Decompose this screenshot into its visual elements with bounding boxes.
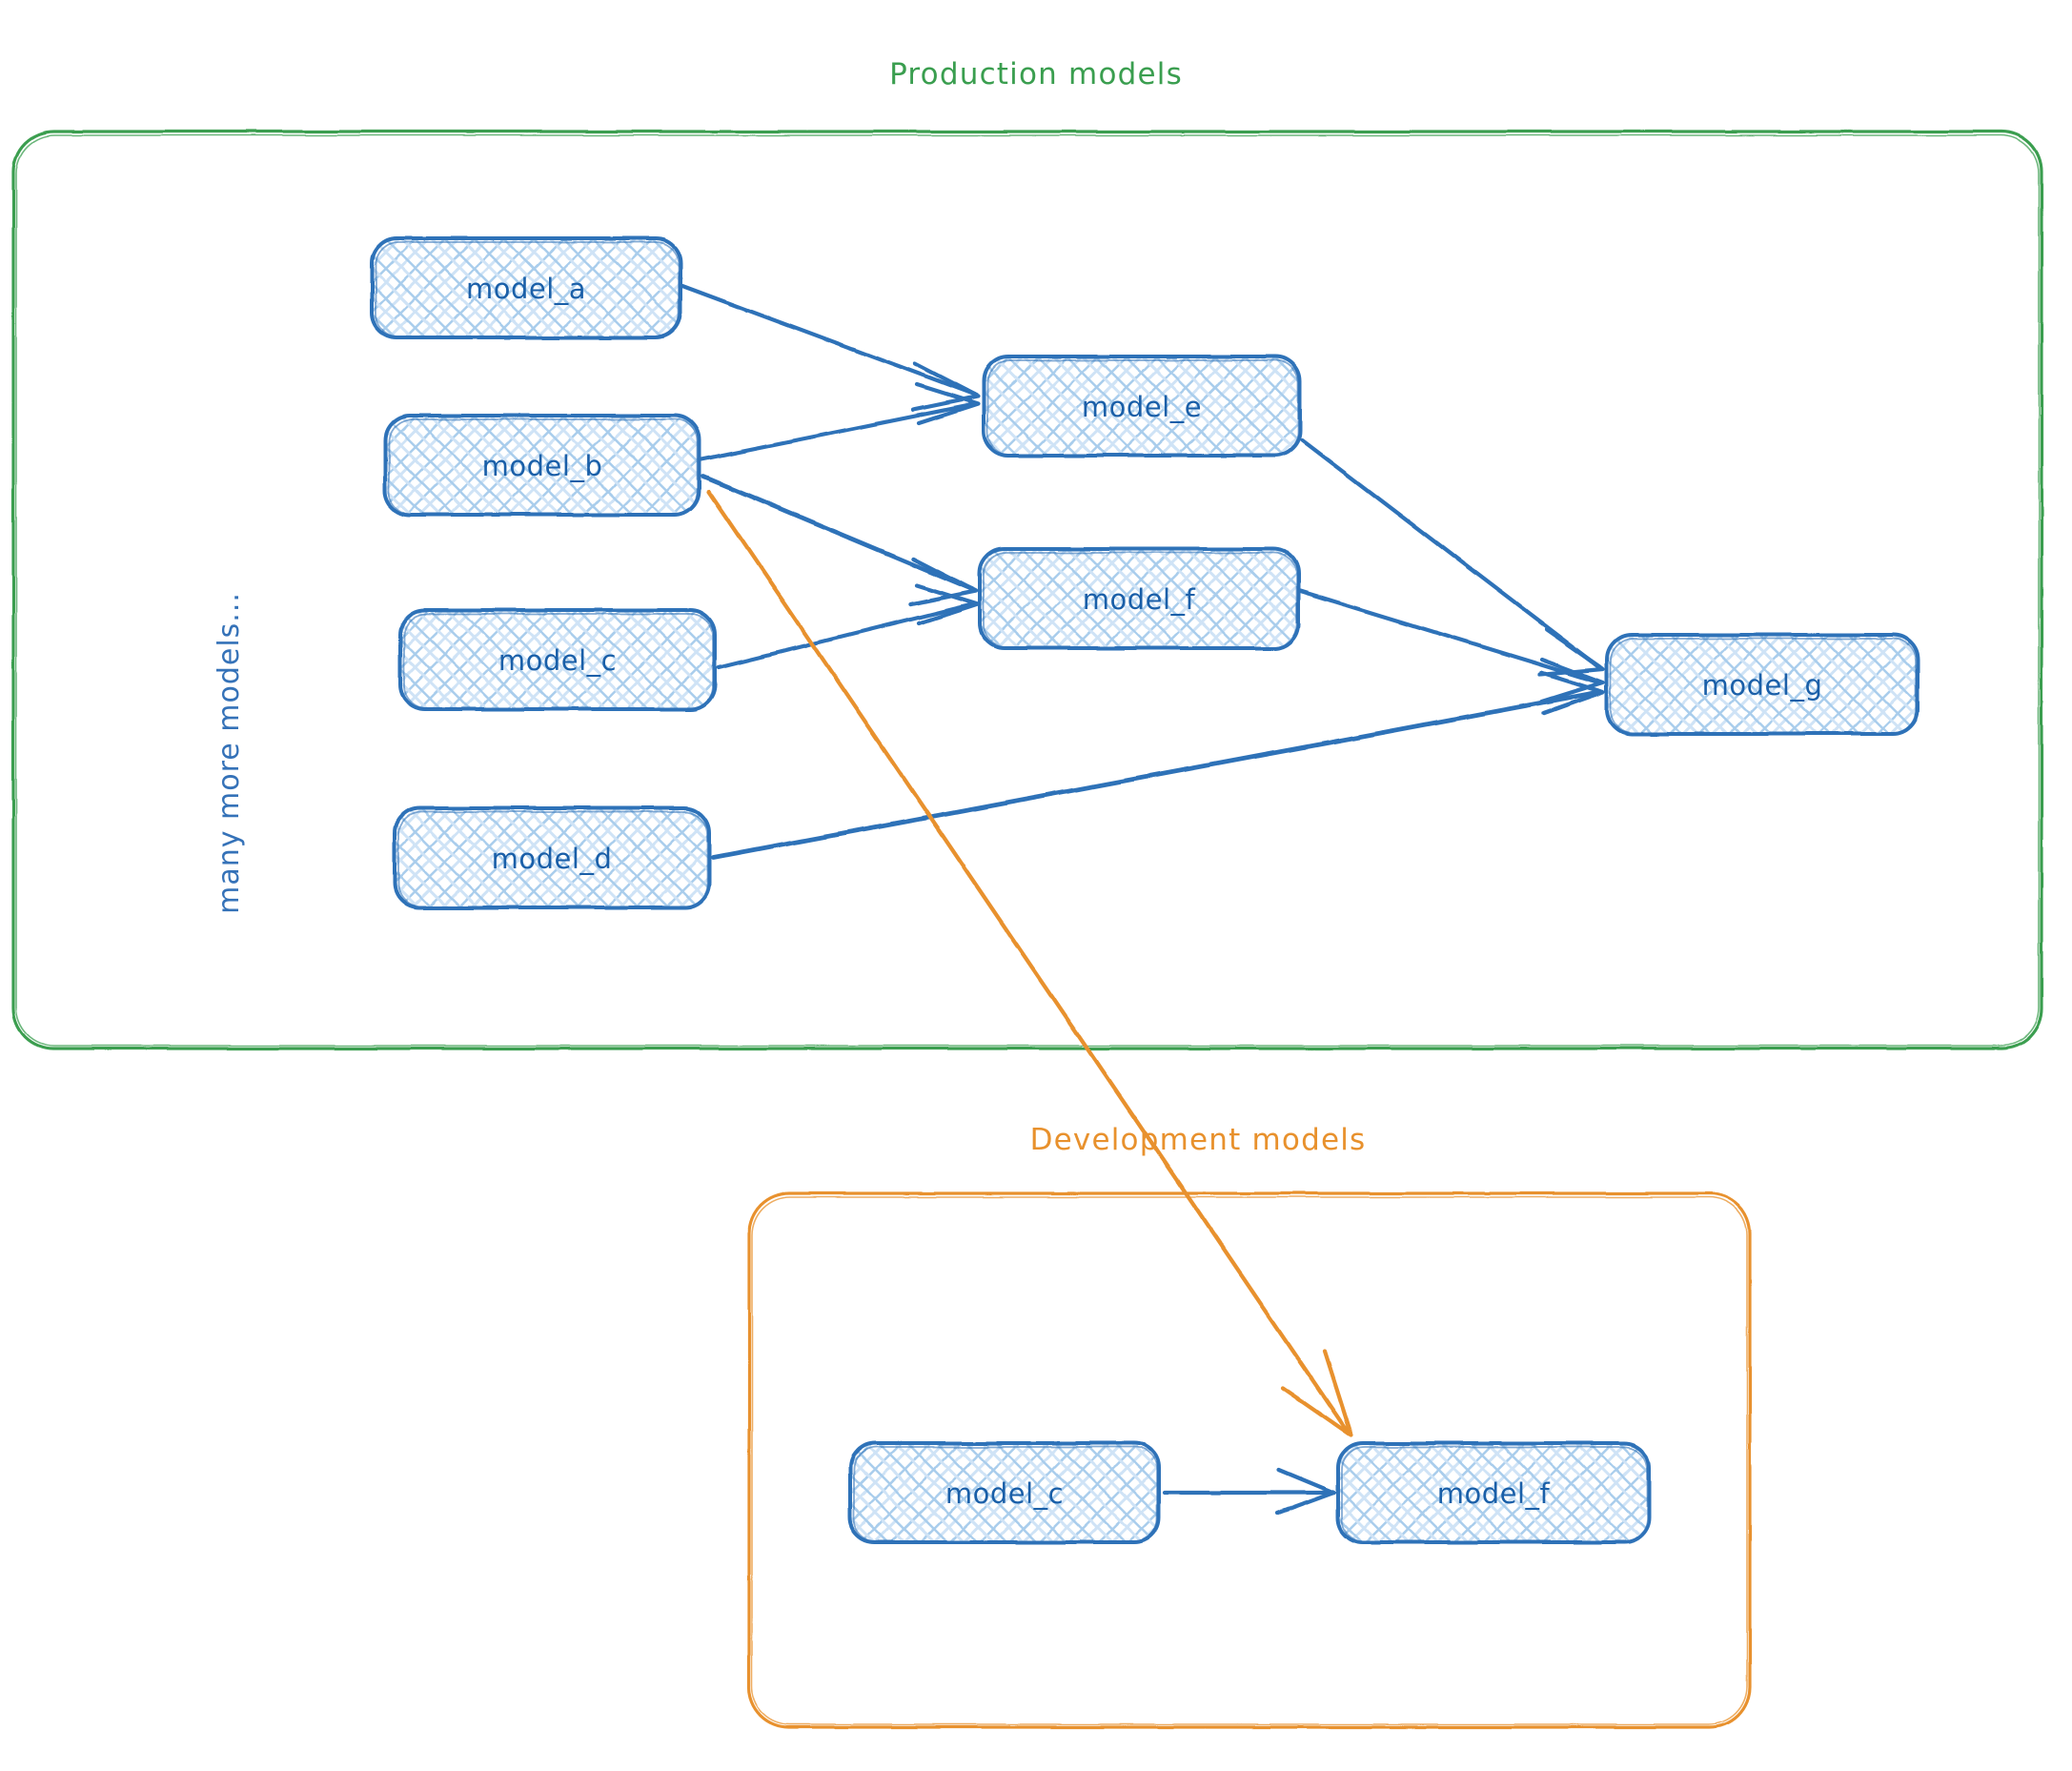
arrowhead (1280, 1349, 1354, 1438)
production-group-border (11, 130, 2043, 1050)
edge-devc-to-devf (1162, 1467, 1337, 1517)
node-dev-model-f[interactable]: model_f (1336, 1441, 1651, 1544)
node-label: model_c (945, 1477, 1064, 1510)
production-group-border-sketch (15, 134, 2040, 1047)
node-label: model_b (482, 450, 603, 482)
arrowhead (1274, 1467, 1337, 1517)
group-container-development: Development models (747, 1123, 1752, 1729)
arrowhead (914, 382, 981, 426)
arrowhead (908, 556, 979, 607)
edge-layer (680, 283, 1606, 1517)
node-label: model_f (1437, 1477, 1551, 1510)
node-prod-model-b[interactable]: model_b (383, 414, 701, 517)
development-group-title: Development models (1030, 1123, 1367, 1157)
arrowhead (1537, 626, 1606, 678)
edge-b-to-e (699, 382, 981, 462)
arrowhead (1539, 657, 1606, 704)
edge-b-to-f (701, 474, 979, 607)
node-label: model_g (1702, 669, 1823, 702)
edge-d-to-g (710, 670, 1606, 861)
production-group-title: Production models (889, 57, 1183, 92)
development-group-border (747, 1191, 1752, 1729)
node-label: model_a (466, 273, 586, 305)
node-prod-model-a[interactable]: model_a (370, 236, 682, 339)
edge-e-to-g (1299, 438, 1606, 678)
node-dev-model-c[interactable]: model_c (848, 1441, 1161, 1544)
edge-f-to-g (1297, 588, 1606, 704)
many-more-models-label: many more models... (213, 592, 246, 914)
node-label: model_e (1082, 391, 1202, 423)
node-layer: model_a model_b model_c (370, 236, 1920, 1544)
edge-prodb-to-devf (706, 489, 1354, 1438)
development-group-border-sketch (751, 1196, 1748, 1725)
node-prod-model-g[interactable]: model_g (1605, 633, 1920, 736)
node-prod-model-f[interactable]: model_f (978, 547, 1300, 650)
node-label: model_f (1083, 583, 1196, 616)
node-label: model_c (498, 644, 617, 677)
node-prod-model-c[interactable]: model_c (398, 608, 717, 711)
arrowhead (1539, 670, 1606, 716)
edge-a-to-e (680, 283, 981, 413)
node-label: model_d (492, 843, 613, 875)
group-container-production: Production models (11, 57, 2043, 1050)
node-prod-model-e[interactable]: model_e (982, 355, 1302, 458)
arrowhead (910, 361, 981, 413)
node-prod-model-d[interactable]: model_d (393, 806, 711, 909)
